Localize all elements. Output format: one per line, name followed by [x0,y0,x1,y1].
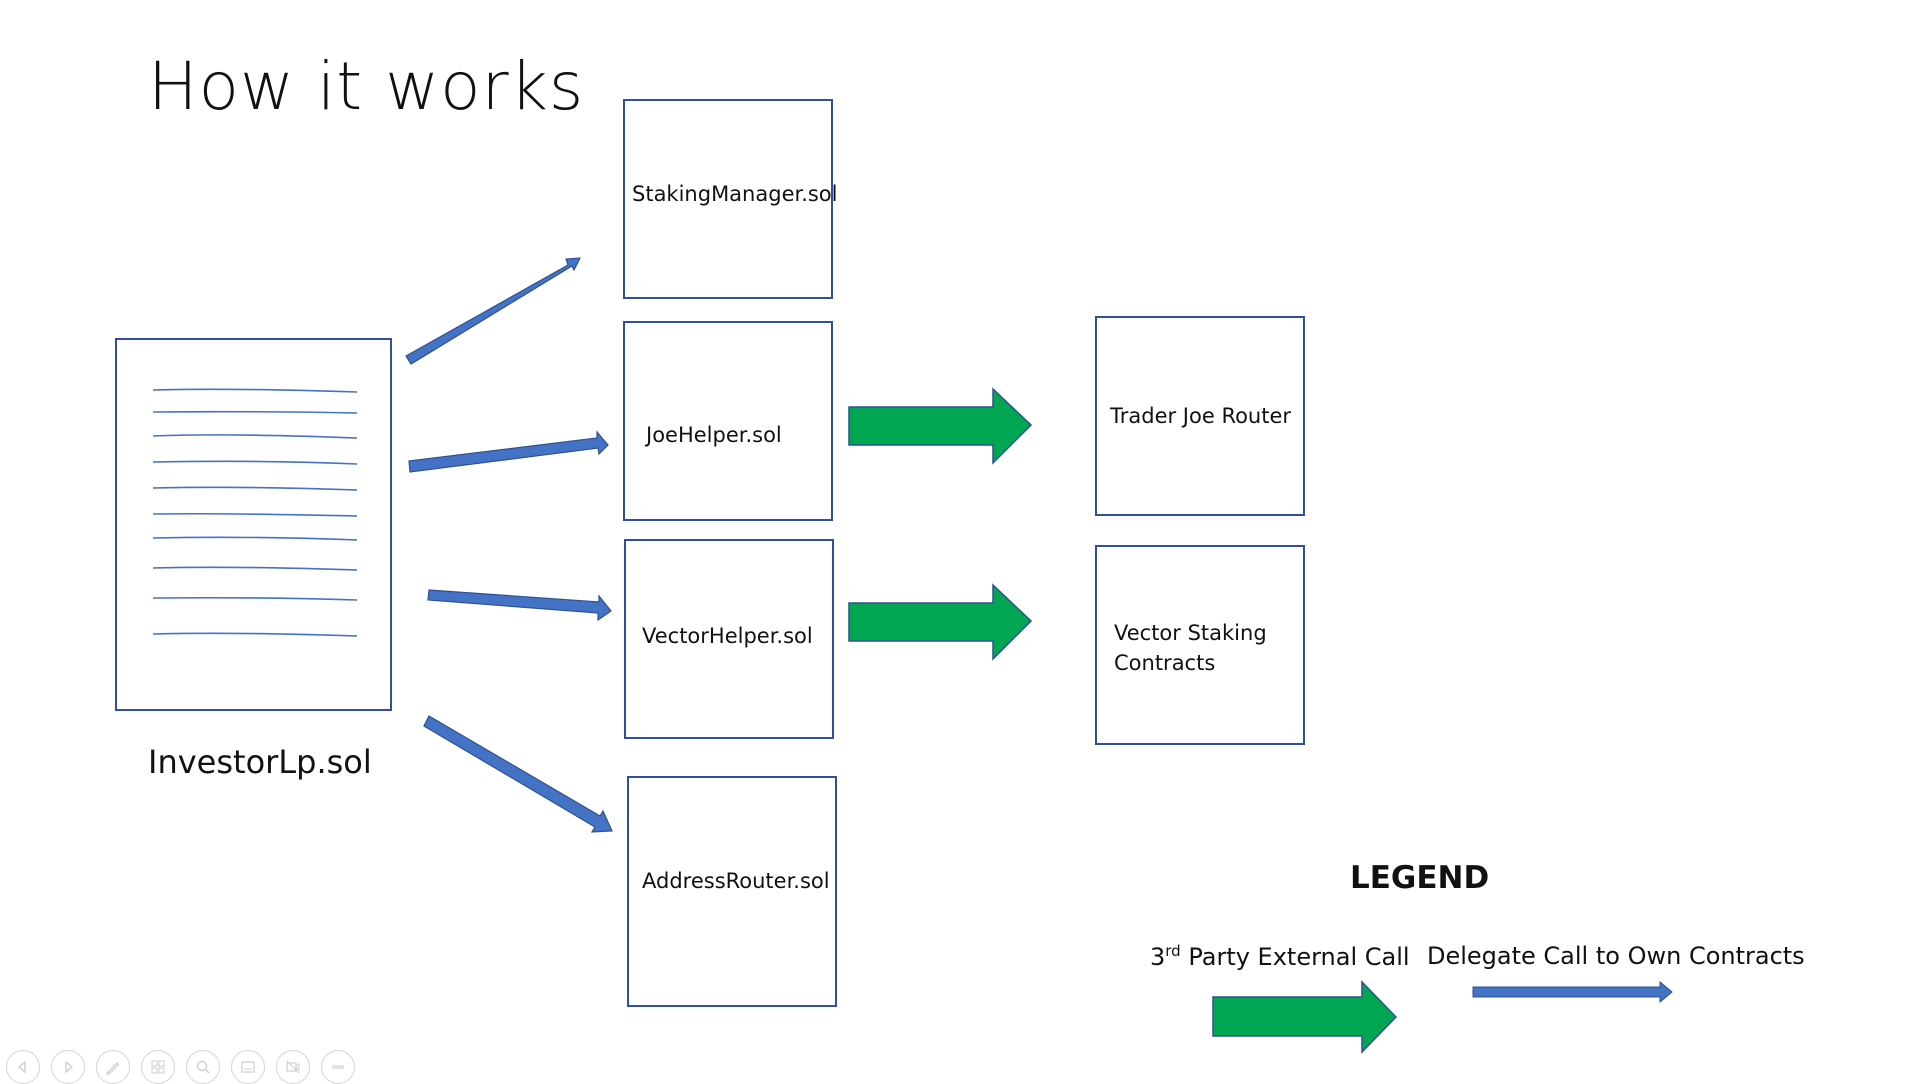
staking-manager-label: StakingManager.sol [632,182,838,206]
next-icon[interactable] [51,1050,85,1084]
legend-external-prefix: 3 [1150,943,1166,971]
vector-helper-label: VectorHelper.sol [642,624,813,648]
vector-staking-label-line2: Contracts [1114,651,1216,675]
presentation-toolbar [6,1050,355,1084]
delegate-arrow-address [423,715,613,833]
slides-grid-icon[interactable] [141,1050,175,1084]
joe-helper-label: JoeHelper.sol [646,423,782,447]
legend-delegate-label: Delegate Call to Own Contracts [1427,942,1805,970]
delegate-arrow-joe [408,430,609,473]
staking-manager-box [623,99,833,299]
document-lines [152,388,358,637]
camera-off-icon[interactable] [276,1050,310,1084]
trader-joe-router-label: Trader Joe Router [1110,404,1292,428]
legend-external-sup: rd [1165,942,1181,960]
subtitles-icon[interactable] [231,1050,265,1084]
investor-document-icon [115,338,392,711]
legend-title: LEGEND [1350,860,1490,896]
delegate-arrow-staking [405,257,582,365]
investor-label: InvestorLp.sol [148,743,372,781]
trader-joe-router-box [1095,316,1305,516]
more-icon[interactable] [321,1050,355,1084]
vector-helper-box [624,539,834,739]
vector-staking-box [1095,545,1305,745]
address-router-box [627,776,837,1007]
slide-title: How it works [148,48,585,125]
legend-external-rest: Party External Call [1180,943,1410,971]
previous-icon[interactable] [6,1050,40,1084]
joe-helper-box [623,321,833,521]
address-router-label: AddressRouter.sol [642,869,830,893]
external-arrow-trader-joe [848,387,1033,465]
zoom-icon[interactable] [186,1050,220,1084]
delegate-arrow-vector [427,589,612,622]
legend-delegate-arrow [1472,980,1673,1004]
external-arrow-vector-staking [848,583,1033,661]
legend-external-arrow [1212,980,1398,1054]
pen-icon[interactable] [96,1050,130,1084]
vector-staking-label-line1: Vector Staking [1114,621,1267,645]
legend-external-label: 3rd Party External Call [1150,942,1410,971]
